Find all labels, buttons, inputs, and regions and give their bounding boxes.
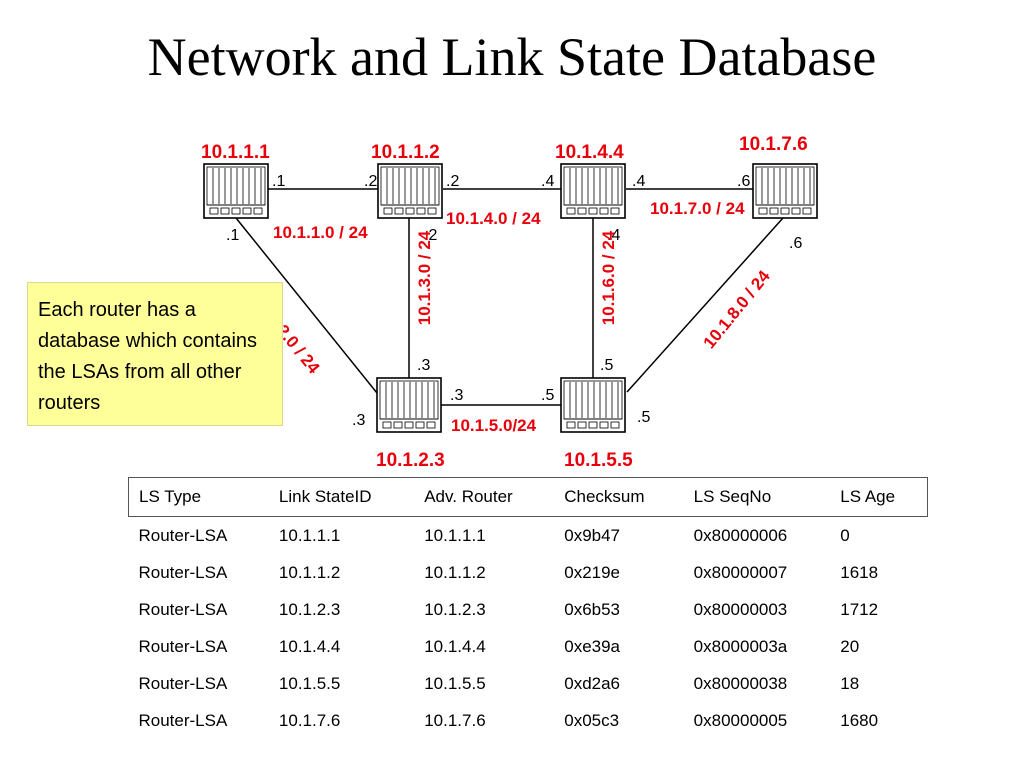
interface-label: .4 (541, 173, 554, 190)
table-row: Router-LSA 10.1.2.3 10.1.2.3 0x6b53 0x80… (129, 591, 928, 628)
link-r1-r5 (235, 217, 378, 394)
column-header: Checksum (554, 477, 684, 517)
table-cell: 10.1.1.2 (278, 562, 341, 582)
table-cell: 10.1.2.3 (278, 599, 341, 619)
ls-database-table: LS Type Link StateID Adv. Router Checksu… (127, 477, 929, 739)
table-cell: 1712 (840, 599, 879, 619)
table-row: Router-LSA 10.1.1.1 10.1.1.1 0x9b47 0x80… (129, 517, 928, 555)
router-icon (377, 163, 443, 219)
table-cell: 0xd2a6 (564, 673, 621, 693)
interface-label: .3 (352, 412, 365, 429)
table-cell: 0x80000006 (693, 525, 788, 545)
interface-label: .6 (737, 173, 750, 190)
table-row: Router-LSA 10.1.1.2 10.1.1.2 0x219e 0x80… (129, 554, 928, 591)
router-icon (560, 163, 626, 219)
router-icon (560, 377, 626, 433)
column-header: LS SeqNo (683, 477, 831, 517)
interface-label: .5 (600, 357, 613, 374)
interface-label: .2 (364, 173, 377, 190)
table-cell: 0x6b53 (564, 599, 621, 619)
database-note: Each router has a database which contain… (27, 282, 283, 426)
table-cell: Router-LSA (138, 562, 228, 582)
table-cell: 1680 (840, 710, 879, 730)
table-cell: 10.1.4.4 (278, 636, 341, 656)
table-cell: 20 (840, 636, 860, 656)
interface-label: .2 (446, 173, 459, 190)
interface-label: .2 (424, 227, 437, 244)
interface-label: .3 (450, 387, 463, 404)
table-cell: 10.1.7.6 (424, 710, 486, 730)
table-row: Router-LSA 10.1.7.6 10.1.7.6 0x05c3 0x80… (129, 702, 928, 739)
router-icon (376, 377, 442, 433)
subnet-label: 10.1.6.0 / 24 (599, 230, 618, 325)
table-cell: 10.1.5.5 (424, 673, 486, 693)
interface-label: .3 (417, 357, 430, 374)
table-header-row: LS Type Link StateID Adv. Router Checksu… (127, 477, 929, 517)
table-cell: 0x80000005 (693, 710, 788, 730)
router-icon (752, 163, 818, 219)
table-cell: Router-LSA (138, 599, 228, 619)
subnet-label: 10.1.4.0 / 24 (446, 209, 541, 228)
table-cell: 0x8000003a (693, 636, 788, 656)
table-cell: Router-LSA (138, 710, 228, 730)
table-cell: 1618 (840, 562, 879, 582)
table-cell: 0x9b47 (564, 525, 621, 545)
column-header: LS Type (127, 477, 269, 517)
interface-label: .4 (607, 227, 620, 244)
page-title: Network and Link State Database (147, 27, 877, 87)
table-cell: Router-LSA (138, 636, 228, 656)
links (235, 188, 784, 406)
table-row: Router-LSA 10.1.4.4 10.1.4.4 0xe39a 0x80… (129, 628, 928, 665)
table-cell: 0 (840, 525, 850, 545)
interface-label: .6 (789, 235, 802, 252)
table-cell: 18 (840, 673, 860, 693)
table-cell: 0xe39a (564, 636, 621, 656)
router-label: 10.1.7.6 (739, 134, 808, 155)
table-cell: Router-LSA (138, 525, 228, 545)
table-row: Router-LSA 10.1.5.5 10.1.5.5 0xd2a6 0x80… (129, 665, 928, 702)
table-cell: 10.1.7.6 (278, 710, 341, 730)
table-cell: 10.1.1.2 (424, 562, 486, 582)
subnet-label: 10.1.1.0 / 24 (273, 223, 368, 242)
table-cell: Router-LSA (138, 673, 228, 693)
router-label: 10.1.1.2 (371, 142, 440, 163)
table-cell: 10.1.5.5 (278, 673, 341, 693)
table-cell: 0x80000038 (693, 673, 788, 693)
column-header: Link StateID (268, 477, 415, 517)
subnet-label: 10.1.3.0 / 24 (415, 230, 434, 325)
interface-label: .5 (637, 409, 650, 426)
subnet-label: 10.1.7.0 / 24 (650, 199, 745, 218)
table-cell: 0x05c3 (564, 710, 620, 730)
router-icon (203, 163, 269, 219)
interface-label: .1 (226, 227, 239, 244)
table-cell: 0x80000007 (693, 562, 788, 582)
column-header: LS Age (830, 477, 929, 517)
subnet-label: 10.1.5.0/24 (451, 416, 537, 435)
table-cell: 10.1.2.3 (424, 599, 486, 619)
table-cell: 10.1.4.4 (424, 636, 486, 656)
router-label: 10.1.1.1 (201, 142, 270, 163)
link-r4-r6 (626, 217, 784, 393)
interface-label: .4 (632, 173, 645, 190)
column-header: Adv. Router (414, 477, 555, 517)
interface-label: .5 (541, 387, 554, 404)
router-label: 10.1.4.4 (555, 142, 624, 163)
router-label: 10.1.5.5 (564, 450, 633, 471)
table-cell: 0x80000003 (693, 599, 788, 619)
interface-label: .1 (272, 173, 285, 190)
table-cell: 10.1.1.1 (424, 525, 486, 545)
table-cell: 0x219e (564, 562, 621, 582)
router-label: 10.1.2.3 (376, 450, 445, 471)
subnet-label: 10.1.8.0 / 24 (700, 266, 775, 352)
table-cell: 10.1.1.1 (278, 525, 341, 545)
